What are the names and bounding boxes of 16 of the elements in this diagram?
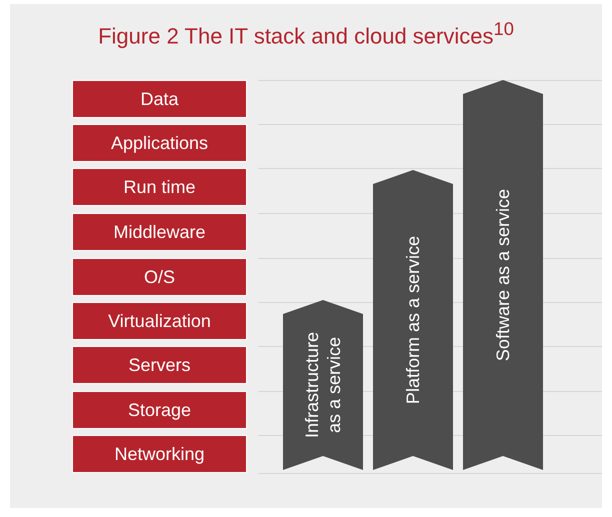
service-column — [373, 170, 453, 470]
stack-layer-box: Networking — [72, 435, 247, 473]
stack-layer-box: Storage — [72, 391, 247, 429]
service-label: Software as a service — [492, 188, 514, 362]
stack-layer-box: Middleware — [72, 213, 247, 251]
service-column — [283, 300, 363, 470]
stack-layer-box: Run time — [72, 168, 247, 206]
figure-title: Figure 2 The IT stack and cloud services$^{10}$ — [97, 18, 515, 50]
service-column — [463, 80, 543, 470]
stack-layer-box: O/S — [72, 258, 247, 296]
stack-layer-box: Data — [72, 80, 247, 118]
stack-layer-box: Applications — [72, 124, 247, 162]
stack-layer-box: Virtualization — [72, 302, 247, 340]
stack-layer-box: Servers — [72, 346, 247, 384]
service-label: Infrastructure as a service — [301, 330, 345, 440]
service-label: Platform as a service — [402, 236, 424, 404]
